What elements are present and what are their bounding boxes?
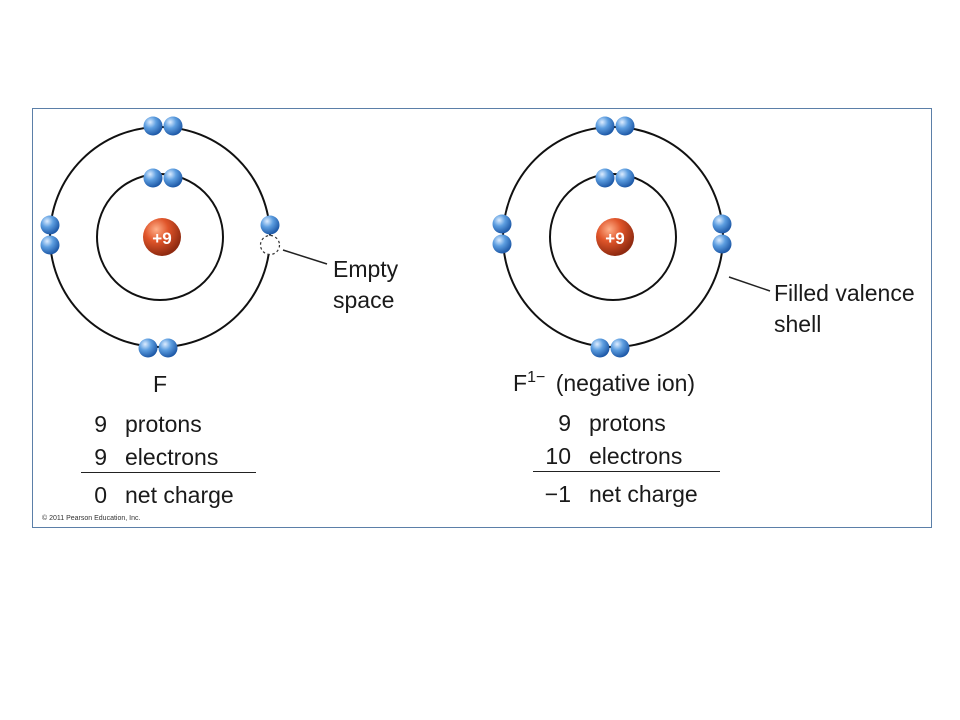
electron (712, 234, 732, 254)
ion-electron-label: electrons (589, 443, 683, 469)
electron (40, 215, 60, 235)
electron (163, 168, 183, 188)
electron (143, 116, 163, 136)
ion-proton-count: 9 (558, 410, 571, 436)
electron (138, 338, 158, 358)
atom-electron-label: electrons (125, 444, 219, 470)
ion-charge-superscript: 1− (527, 369, 546, 386)
electron (712, 214, 732, 234)
filled-shell-callout-line-2: shell (774, 311, 822, 337)
fluorine-atom-model: +9 (40, 116, 328, 358)
ion-symbol: F1− (negative ion) (513, 369, 696, 396)
atom-proton-label: protons (125, 411, 202, 437)
atom-electron-count: 9 (94, 444, 107, 470)
electron (260, 215, 280, 235)
ion-description: (negative ion) (555, 370, 696, 396)
atom-net-charge-value: 0 (94, 482, 107, 508)
filled-shell-leader-line (728, 276, 771, 292)
nucleus-label: +9 (152, 229, 171, 248)
electron (492, 214, 512, 234)
empty-space-marker (259, 234, 281, 256)
nucleus (596, 218, 634, 256)
electron (595, 168, 615, 188)
empty-space-leader-line (282, 249, 328, 265)
electron (590, 338, 610, 358)
electron (492, 234, 512, 254)
copyright-notice: © 2011 Pearson Education, Inc. (42, 515, 141, 522)
nucleus-label: +9 (605, 229, 624, 248)
ion-sum-rule (533, 471, 720, 472)
atom-symbol: F (153, 371, 168, 397)
electron (615, 116, 635, 136)
atom-net-charge-label: net charge (125, 482, 234, 508)
empty-space-callout-line-2: space (333, 287, 395, 313)
nucleus (143, 218, 181, 256)
ion-net-charge-value: −1 (544, 481, 571, 507)
fluoride-ion-model: +9 (492, 116, 771, 358)
ion-net-charge-label: net charge (589, 481, 698, 507)
electron (143, 168, 163, 188)
electron (40, 235, 60, 255)
atom-sum-rule (81, 472, 256, 473)
electron (610, 338, 630, 358)
electron (158, 338, 178, 358)
empty-space-callout-line-1: Empty (333, 256, 399, 282)
electron (163, 116, 183, 136)
atom-proton-count: 9 (94, 411, 107, 437)
ion-proton-label: protons (589, 410, 666, 436)
ion-electron-count: 10 (545, 443, 571, 469)
electron (595, 116, 615, 136)
filled-shell-callout-line-1: Filled valence (774, 280, 915, 306)
ion-element: F (513, 370, 528, 396)
electron (615, 168, 635, 188)
